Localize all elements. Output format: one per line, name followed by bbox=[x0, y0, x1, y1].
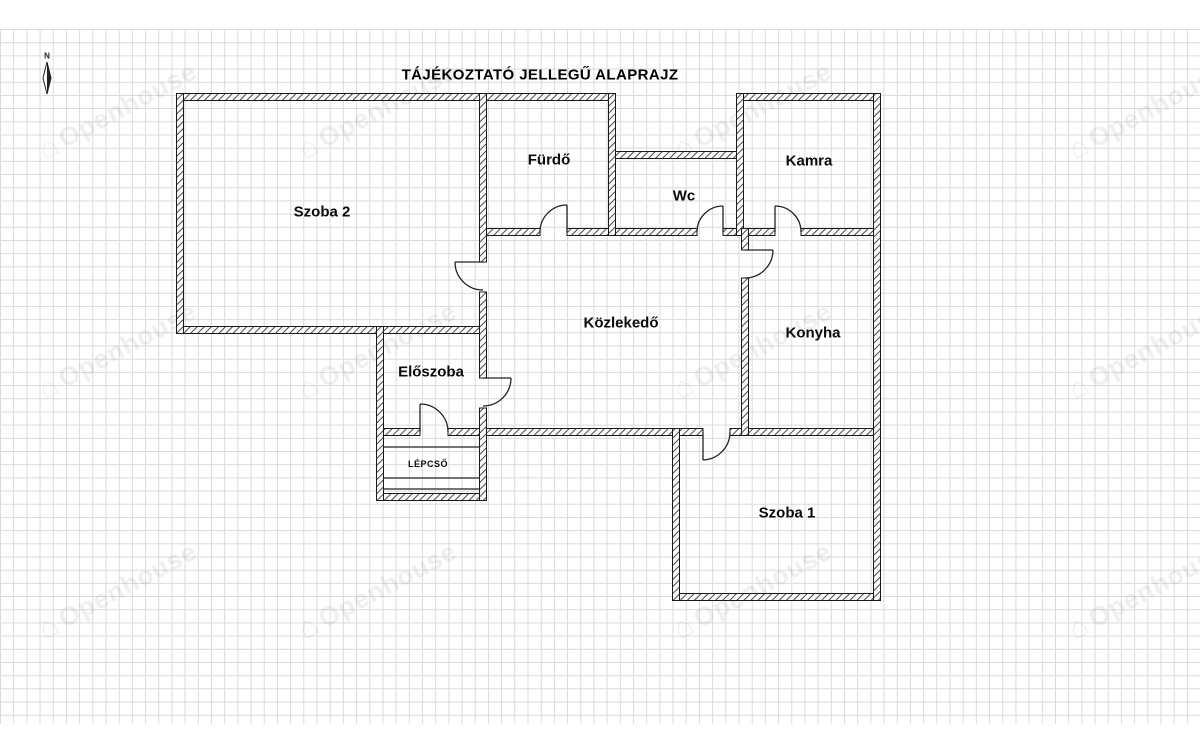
room-label-kamra: Kamra bbox=[785, 152, 833, 170]
room-label-lepcso: LÉPCSŐ bbox=[407, 459, 449, 469]
door-arc-kamra bbox=[774, 205, 802, 233]
door-arc-wc bbox=[696, 205, 724, 233]
door-arc-furdo bbox=[539, 204, 568, 233]
room-label-furdo: Fürdő bbox=[527, 151, 571, 169]
door-arc-szoba1 bbox=[702, 431, 731, 461]
walls bbox=[176, 93, 881, 601]
stair-treads bbox=[383, 446, 480, 490]
room-label-szoba-2: Szoba 2 bbox=[293, 203, 351, 221]
room-label-kozlekedo: Közlekedő bbox=[583, 314, 659, 332]
room-label-konyha: Konyha bbox=[785, 324, 841, 342]
room-label-eloszoba: Előszoba bbox=[398, 363, 464, 381]
room-label-szoba-1: Szoba 1 bbox=[758, 504, 816, 522]
north-arrow-label: N bbox=[44, 51, 50, 61]
page-title: TÁJÉKOZTATÓ JELLEGŰ ALAPRAJZ bbox=[401, 66, 679, 84]
room-label-wc: Wc bbox=[672, 187, 696, 205]
door-arc-kozlekedo-eloszoba bbox=[482, 377, 512, 407]
door-arc-konyha bbox=[744, 249, 774, 279]
grid-background bbox=[0, 29, 1200, 724]
door-arc-eloszoba-entry bbox=[419, 403, 449, 433]
north-arrow-icon bbox=[42, 61, 52, 95]
door-arc-szoba2 bbox=[454, 261, 484, 291]
